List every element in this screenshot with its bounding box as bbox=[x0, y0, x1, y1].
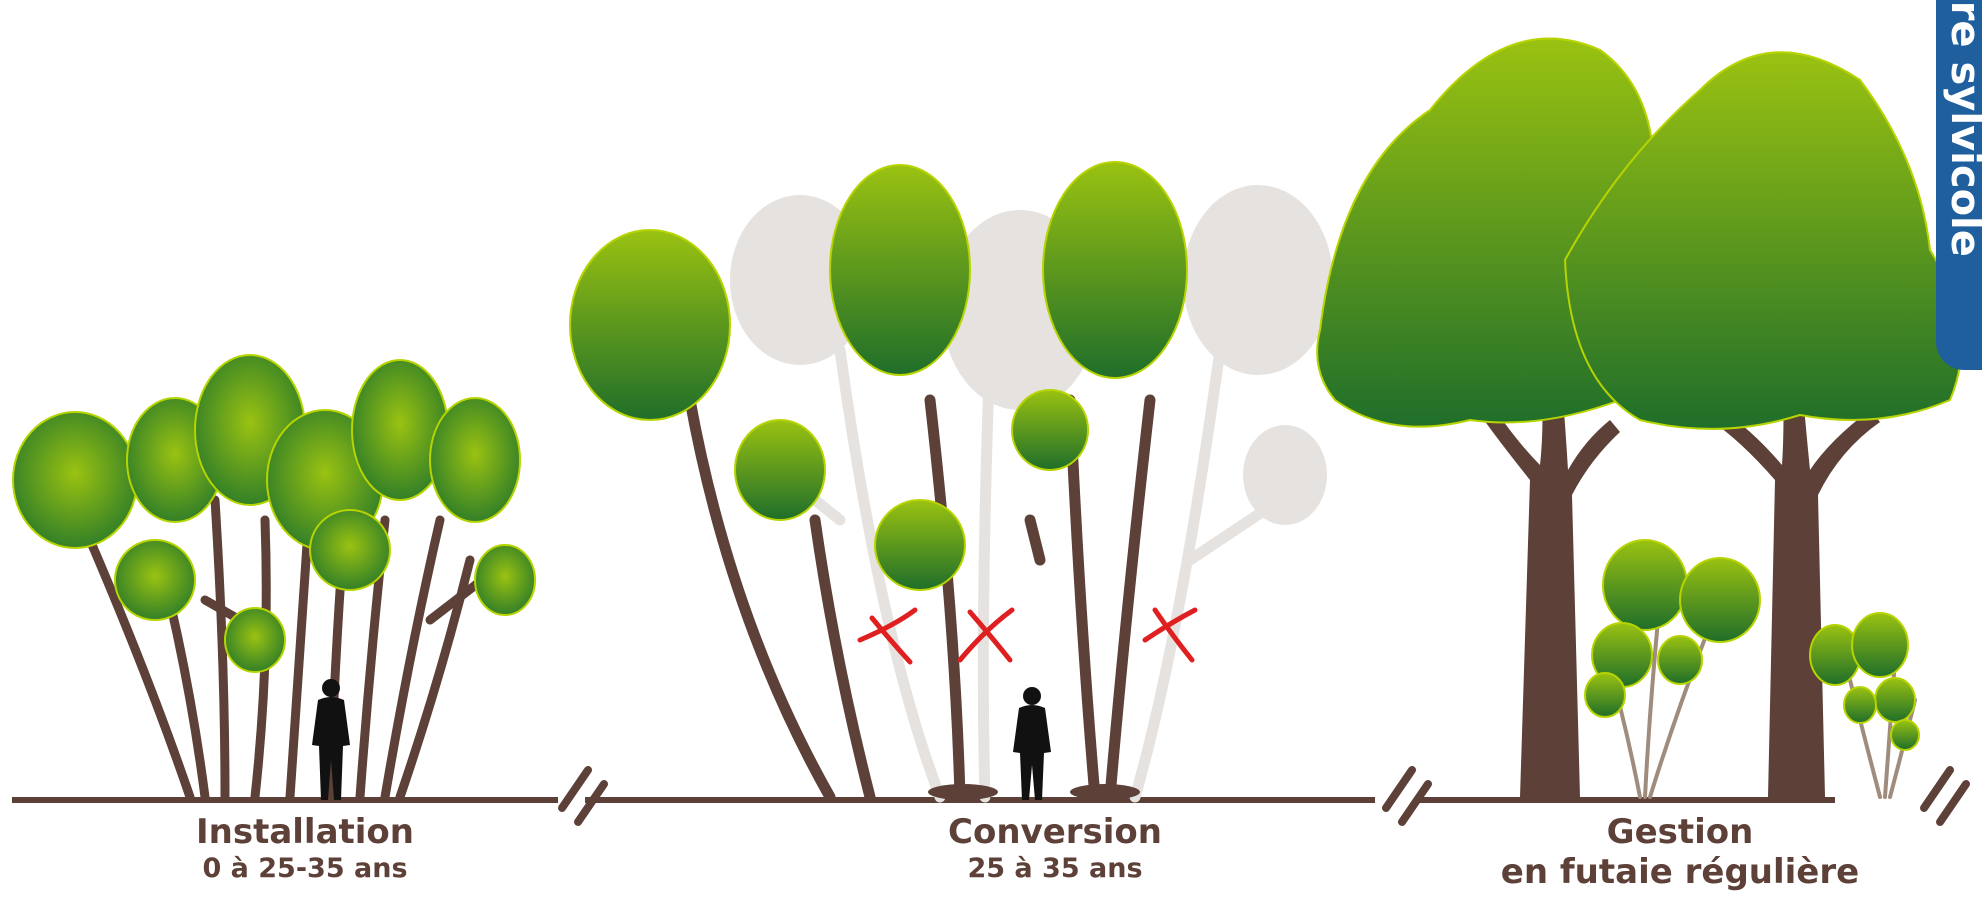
ground-line bbox=[12, 797, 1835, 803]
section-side-tab-label: aire sylvicole bbox=[1942, 0, 1982, 257]
phase-title: Gestion bbox=[1470, 812, 1890, 852]
double-slash-break-icon bbox=[1924, 770, 1966, 822]
phase-title: Conversion bbox=[900, 812, 1210, 852]
regular-high-forest-stand bbox=[1317, 39, 1961, 797]
conversion-stand bbox=[570, 162, 1333, 800]
double-slash-break-icon bbox=[1386, 770, 1428, 822]
section-side-tab: aire sylvicole bbox=[1936, 0, 1982, 370]
phase-subtitle: 25 à 35 ans bbox=[900, 852, 1210, 886]
phase-title: Installation bbox=[150, 812, 460, 852]
phase-caption-installation: Installation 0 à 25-35 ans bbox=[150, 812, 460, 886]
person-silhouette-icon bbox=[1013, 687, 1051, 800]
phase-caption-conversion: Conversion 25 à 35 ans bbox=[900, 812, 1210, 886]
double-slash-break-icon bbox=[562, 770, 604, 822]
phase-subtitle: 0 à 25-35 ans bbox=[150, 852, 460, 886]
phase-subtitle: en futaie régulière bbox=[1470, 852, 1890, 892]
phase-caption-gestion: Gestion en futaie régulière bbox=[1470, 812, 1890, 892]
installation-stand bbox=[13, 355, 535, 797]
